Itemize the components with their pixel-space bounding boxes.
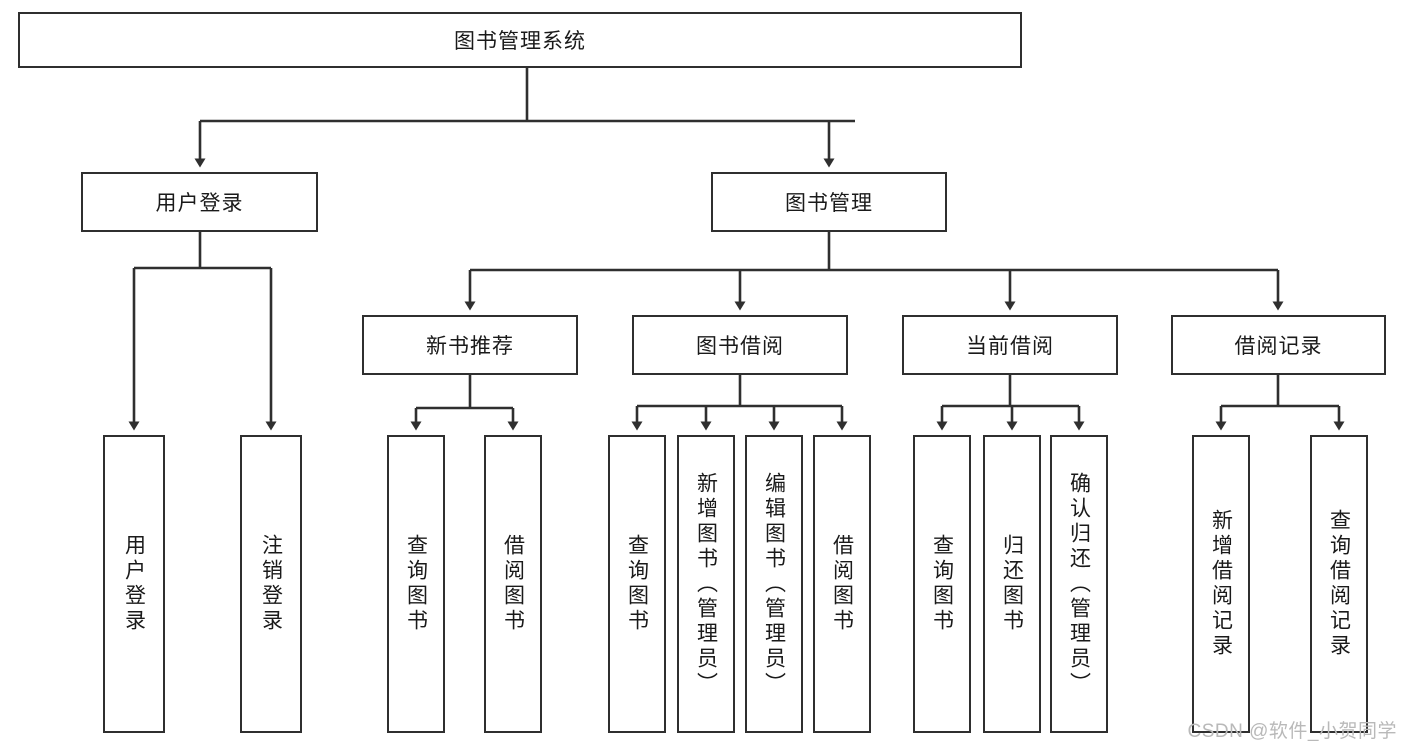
leaf-label: 查询借阅记录 [1327, 509, 1351, 659]
node-new-book-recommend[interactable]: 新书推荐 [362, 315, 578, 375]
leaf-label: 确认归还（管理员） [1067, 471, 1091, 697]
leaf-borrow-book-recommend[interactable]: 借阅图书 [484, 435, 542, 733]
leaf-return-book[interactable]: 归还图书 [983, 435, 1041, 733]
leaf-add-borrow-record[interactable]: 新增借阅记录 [1192, 435, 1250, 733]
leaf-label: 查询图书 [404, 534, 428, 634]
leaf-label: 编辑图书（管理员） [762, 471, 786, 697]
leaf-label: 用户登录 [122, 534, 146, 634]
leaf-user-login[interactable]: 用户登录 [103, 435, 165, 733]
leaf-label: 查询图书 [625, 534, 649, 634]
node-borrow-record[interactable]: 借阅记录 [1171, 315, 1386, 375]
node-new-book-recommend-label: 新书推荐 [426, 335, 514, 358]
leaf-query-book-current[interactable]: 查询图书 [913, 435, 971, 733]
leaf-label: 查询图书 [930, 534, 954, 634]
node-book-management-label: 图书管理 [785, 192, 873, 215]
node-book-borrow-label: 图书借阅 [696, 335, 784, 358]
leaf-logout[interactable]: 注销登录 [240, 435, 302, 733]
watermark: CSDN @软件_小贺同学 [1187, 721, 1397, 742]
node-book-management[interactable]: 图书管理 [711, 172, 947, 232]
node-current-borrow-label: 当前借阅 [966, 335, 1054, 358]
node-user-login[interactable]: 用户登录 [81, 172, 318, 232]
node-root[interactable]: 图书管理系统 [18, 12, 1022, 68]
leaf-query-book-borrow[interactable]: 查询图书 [608, 435, 666, 733]
node-user-login-label: 用户登录 [155, 192, 244, 215]
leaf-query-book-recommend[interactable]: 查询图书 [387, 435, 445, 733]
leaf-label: 注销登录 [259, 534, 283, 634]
leaf-label: 借阅图书 [830, 534, 854, 634]
leaf-label: 归还图书 [1000, 534, 1024, 634]
leaf-edit-book-admin[interactable]: 编辑图书（管理员） [745, 435, 803, 733]
node-root-label: 图书管理系统 [454, 30, 586, 53]
leaf-borrow-book[interactable]: 借阅图书 [813, 435, 871, 733]
leaf-label: 新增图书（管理员） [694, 471, 718, 697]
node-book-borrow[interactable]: 图书借阅 [632, 315, 848, 375]
node-borrow-record-label: 借阅记录 [1234, 335, 1323, 358]
leaf-query-borrow-record[interactable]: 查询借阅记录 [1310, 435, 1368, 733]
leaf-add-book-admin[interactable]: 新增图书（管理员） [677, 435, 735, 733]
leaf-confirm-return-admin[interactable]: 确认归还（管理员） [1050, 435, 1108, 733]
leaf-label: 新增借阅记录 [1209, 509, 1233, 659]
leaf-label: 借阅图书 [501, 534, 525, 634]
node-current-borrow[interactable]: 当前借阅 [902, 315, 1118, 375]
